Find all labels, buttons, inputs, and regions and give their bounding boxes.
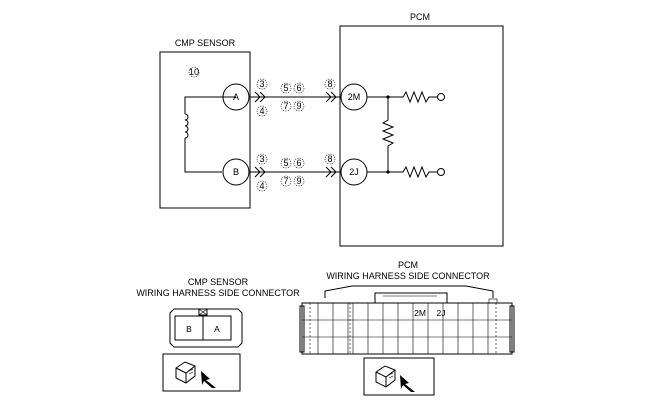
svg-text:8: 8 [327, 154, 332, 164]
pcm-connector-cell-2j: 2J [437, 308, 446, 318]
svg-text:3: 3 [259, 79, 264, 89]
pcm-terminal-2m-label: 2M [348, 92, 361, 102]
code-lower-top-2: 6 [293, 157, 305, 169]
cmp-connector-face: B A [169, 308, 243, 348]
code-upper-top-0: 3 [256, 78, 268, 90]
sensor-terminal-b: B [222, 158, 250, 186]
sensor-terminal-b-label: B [233, 167, 239, 177]
sensor-number-label: 10 [189, 67, 199, 77]
harness-codes-lower: 3 5 6 8 4 7 9 [256, 153, 336, 192]
harness-codes-upper: 3 5 6 8 4 7 9 [256, 78, 336, 117]
svg-text:8: 8 [327, 79, 332, 89]
cmp-connector-cell-b: B [186, 324, 192, 334]
pcm-internal-circuit [367, 90, 445, 179]
svg-text:7: 7 [283, 101, 288, 111]
pcm-connector-title-line1: PCM [398, 260, 418, 270]
pcm-box [339, 25, 504, 247]
svg-text:3: 3 [259, 154, 264, 164]
cmp-sensor-box [159, 51, 251, 209]
svg-text:6: 6 [296, 158, 301, 168]
code-upper-bottom-0: 4 [256, 105, 268, 117]
svg-text:5: 5 [283, 83, 288, 93]
cmp-connector-title-line2: WIRING HARNESS SIDE CONNECTOR [136, 288, 300, 298]
sensor-terminal-a-label: A [233, 92, 239, 102]
pcm-connector-cell-2m: 2M [414, 308, 426, 318]
svg-text:9: 9 [296, 176, 301, 186]
cmp-sensor-title: CMP SENSOR [175, 38, 236, 48]
svg-text:4: 4 [259, 106, 264, 116]
cmp-view-direction-icon [162, 353, 241, 392]
svg-text:6: 6 [296, 83, 301, 93]
cmp-connector-cell-a: A [214, 324, 220, 334]
code-lower-top-1: 5 [280, 157, 292, 169]
pcm-view-direction-icon [363, 357, 435, 396]
pcm-terminal-2j-label: 2J [349, 167, 359, 177]
wire-a-to-2m [249, 91, 341, 103]
svg-text:7: 7 [283, 176, 288, 186]
code-upper-top-3: 8 [324, 78, 336, 90]
code-lower-bottom-0: 4 [256, 180, 268, 192]
wire-b-to-2j [249, 166, 341, 178]
svg-text:5: 5 [283, 158, 288, 168]
pcm-title: PCM [410, 12, 430, 22]
code-upper-bottom-2: 9 [293, 100, 305, 112]
svg-text:9: 9 [296, 101, 301, 111]
code-lower-bottom-1: 7 [280, 175, 292, 187]
pcm-connector-face: 2M 2J [299, 285, 515, 355]
code-upper-bottom-1: 7 [280, 100, 292, 112]
svg-text:4: 4 [259, 181, 264, 191]
code-upper-top-2: 6 [293, 82, 305, 94]
coil-symbol [184, 96, 236, 173]
code-lower-top-0: 3 [256, 153, 268, 165]
code-lower-bottom-2: 9 [293, 175, 305, 187]
code-upper-top-1: 5 [280, 82, 292, 94]
cmp-connector-title-line1: CMP SENSOR [188, 277, 249, 287]
sensor-number-badge: 10 [188, 66, 200, 78]
pcm-connector-title-line2: WIRING HARNESS SIDE CONNECTOR [326, 271, 490, 281]
code-lower-top-3: 8 [324, 153, 336, 165]
pcm-terminal-2m: 2M [340, 83, 368, 111]
pcm-terminal-2j: 2J [340, 158, 368, 186]
